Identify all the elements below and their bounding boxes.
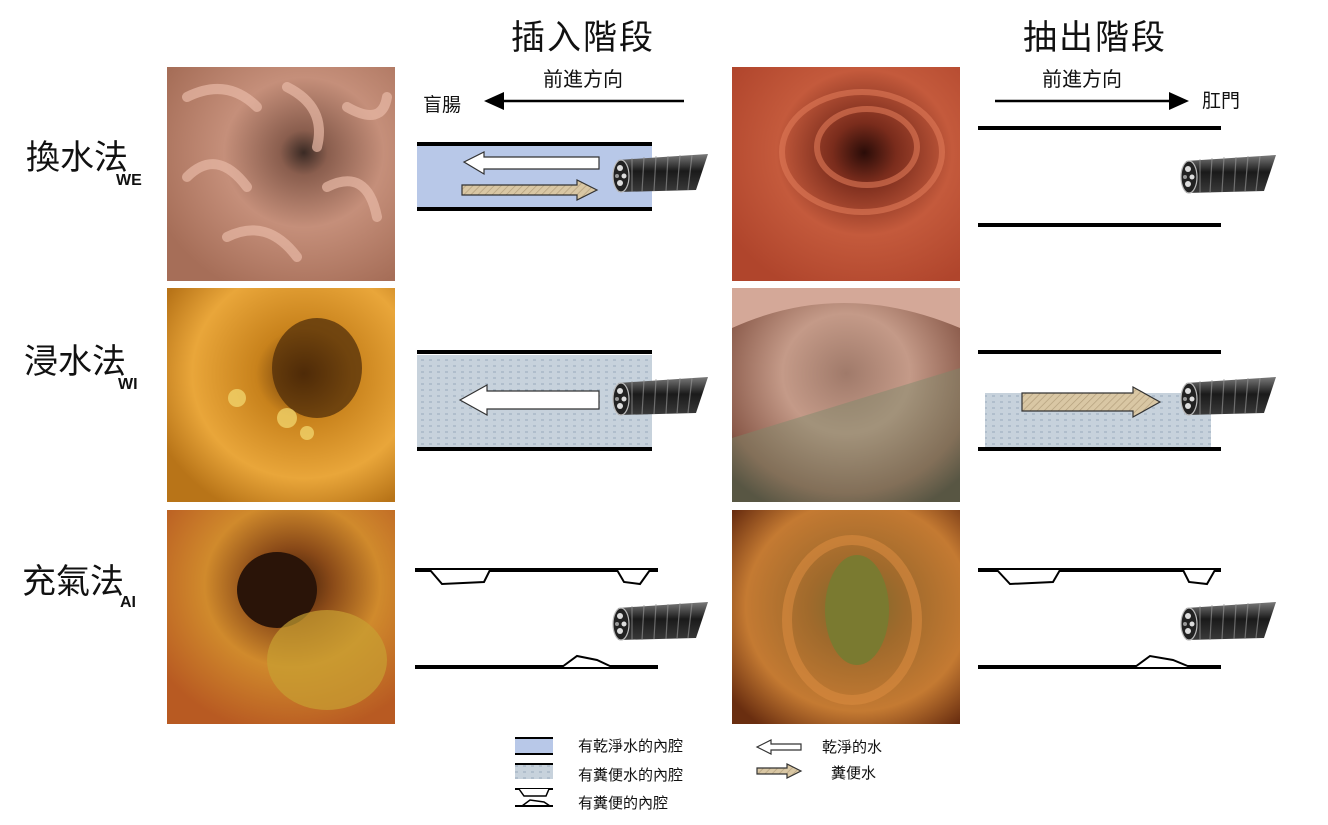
legend-swatch-dirty-water-lumen <box>515 763 553 779</box>
insertion-direction-label: 前進方向 <box>543 67 623 91</box>
withdrawal-direction-label: 前進方向 <box>1042 67 1122 91</box>
withdrawal-direction-arrow <box>995 92 1189 110</box>
insertion-phase-title: 插入階段 <box>511 18 655 58</box>
diagram-wi-insertion <box>417 350 709 451</box>
endoscopy-photo-ai-insertion <box>167 510 395 724</box>
withdrawal-phase-title: 抽出階段 <box>1023 18 1167 58</box>
method-abbr-ai: AI <box>120 594 136 611</box>
legend-clean-water-lumen: 有乾淨水的內腔 <box>578 737 684 755</box>
legend-arrow-clean-water <box>755 739 802 755</box>
endoscopy-photo-wi-insertion <box>167 288 395 502</box>
legend-swatch-clean-water-lumen <box>515 737 553 755</box>
legend-arrow-stool-water <box>756 763 803 779</box>
legend-swatch-stool-lumen <box>515 788 553 807</box>
method-name-wi: 浸水法 <box>24 342 126 382</box>
endoscopy-photo-ai-withdrawal <box>732 510 960 724</box>
method-abbr-we: WE <box>116 172 142 189</box>
method-abbr-wi: WI <box>118 376 138 393</box>
legend-stool-water: 糞便水 <box>831 764 877 782</box>
method-name-ai: 充氣法 <box>22 562 124 602</box>
diagram-ai-withdrawal <box>978 568 1277 669</box>
endoscopy-photo-wi-withdrawal <box>732 288 960 502</box>
method-name-we: 換水法 <box>26 138 128 178</box>
insertion-end-label: 盲腸 <box>423 94 462 116</box>
diagram-we-withdrawal <box>978 126 1277 227</box>
diagram-we-insertion <box>417 142 709 211</box>
legend-clean-water: 乾淨的水 <box>822 738 883 756</box>
insertion-direction-arrow <box>484 92 684 110</box>
legend-dirty-water-lumen: 有糞便水的內腔 <box>578 766 684 784</box>
diagram-wi-withdrawal <box>978 350 1277 451</box>
endoscopy-photo-we-insertion <box>167 67 395 281</box>
endoscopy-photo-we-withdrawal <box>732 67 960 281</box>
legend-stool-lumen: 有糞便的內腔 <box>578 794 669 812</box>
withdrawal-end-label: 肛門 <box>1202 90 1241 112</box>
diagram-ai-insertion <box>415 568 709 669</box>
